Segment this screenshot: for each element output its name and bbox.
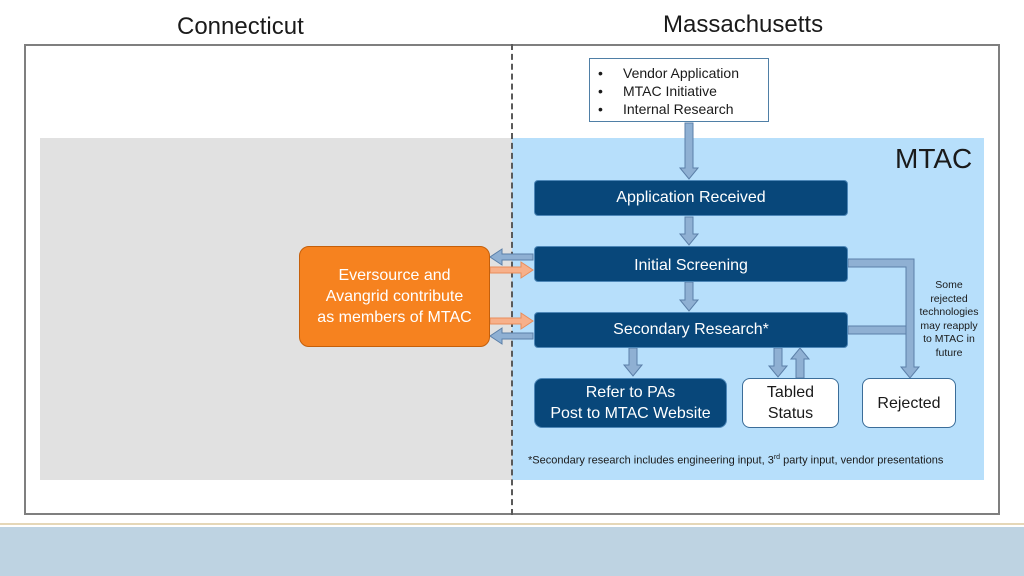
- initial-screening-step: Initial Screening: [534, 246, 848, 282]
- secondary-research-footnote: *Secondary research includes engineering…: [528, 454, 943, 467]
- utilities-line: Eversource and: [338, 267, 451, 284]
- state-divider: [511, 44, 513, 515]
- note-line: may reapply: [920, 319, 978, 332]
- note-line: future: [935, 346, 963, 359]
- intake-sources-box: Vendor Application MTAC Initiative Inter…: [589, 58, 769, 122]
- tabled-line: Tabled: [766, 384, 815, 401]
- utilities-line: as members of MTAC: [317, 309, 472, 326]
- arrow-screening-to-utilities: [489, 248, 534, 266]
- utilities-box: Eversource and Avangrid contribute as me…: [299, 246, 490, 347]
- refer-line: Post to MTAC Website: [550, 405, 711, 422]
- reapply-note: Some rejected technologies may reapply t…: [915, 279, 983, 360]
- utilities-line: Avangrid contribute: [325, 288, 464, 305]
- footnote-sup: rd: [773, 454, 781, 461]
- footnote-suffix: party input, vendor presentations: [780, 454, 944, 467]
- refer-line: Refer to PAs: [585, 384, 676, 401]
- rejected-label: Rejected: [877, 394, 941, 412]
- bottom-band: [0, 527, 1024, 576]
- arrow-secondary-to-tabled: [767, 347, 789, 378]
- application-received-label: Application Received: [616, 189, 766, 206]
- bottom-rule: [0, 523, 1024, 525]
- massachusetts-heading: Massachusetts: [663, 11, 824, 38]
- footnote-prefix: *Secondary research includes engineering…: [528, 454, 774, 467]
- tabled-outcome: Tabled Status: [742, 378, 839, 428]
- refer-outcome: Refer to PAs Post to MTAC Website: [534, 378, 727, 428]
- arrow-secondary-to-utilities: [489, 327, 534, 345]
- note-line: rejected: [930, 292, 968, 305]
- arrow-application-to-screening: [678, 216, 700, 246]
- rejected-outcome: Rejected: [862, 378, 956, 428]
- note-line: Some: [935, 279, 963, 291]
- application-received-step: Application Received: [534, 180, 848, 216]
- note-line: technologies: [919, 306, 979, 318]
- arrow-utilities-to-secondary: [489, 312, 534, 330]
- source-item: MTAC Initiative: [598, 82, 768, 100]
- arrow-utilities-to-screening: [489, 261, 534, 279]
- tabled-line: Status: [767, 405, 814, 422]
- source-item: Vendor Application: [598, 64, 768, 82]
- secondary-research-label: Secondary Research*: [613, 321, 769, 338]
- note-line: to MTAC in: [923, 333, 975, 345]
- arrow-secondary-to-rejected: [847, 325, 907, 335]
- arrow-tabled-to-secondary: [789, 347, 811, 379]
- arrow-secondary-to-refer: [622, 347, 644, 377]
- arrow-screening-to-secondary: [678, 281, 700, 312]
- connecticut-heading: Connecticut: [177, 13, 304, 40]
- arrow-screening-to-rejected: [847, 258, 921, 379]
- source-item: Internal Research: [598, 100, 768, 118]
- initial-screening-label: Initial Screening: [634, 257, 748, 274]
- arrow-sources-to-application: [678, 122, 700, 180]
- secondary-research-step: Secondary Research*: [534, 312, 848, 348]
- mtac-label: MTAC: [895, 143, 973, 174]
